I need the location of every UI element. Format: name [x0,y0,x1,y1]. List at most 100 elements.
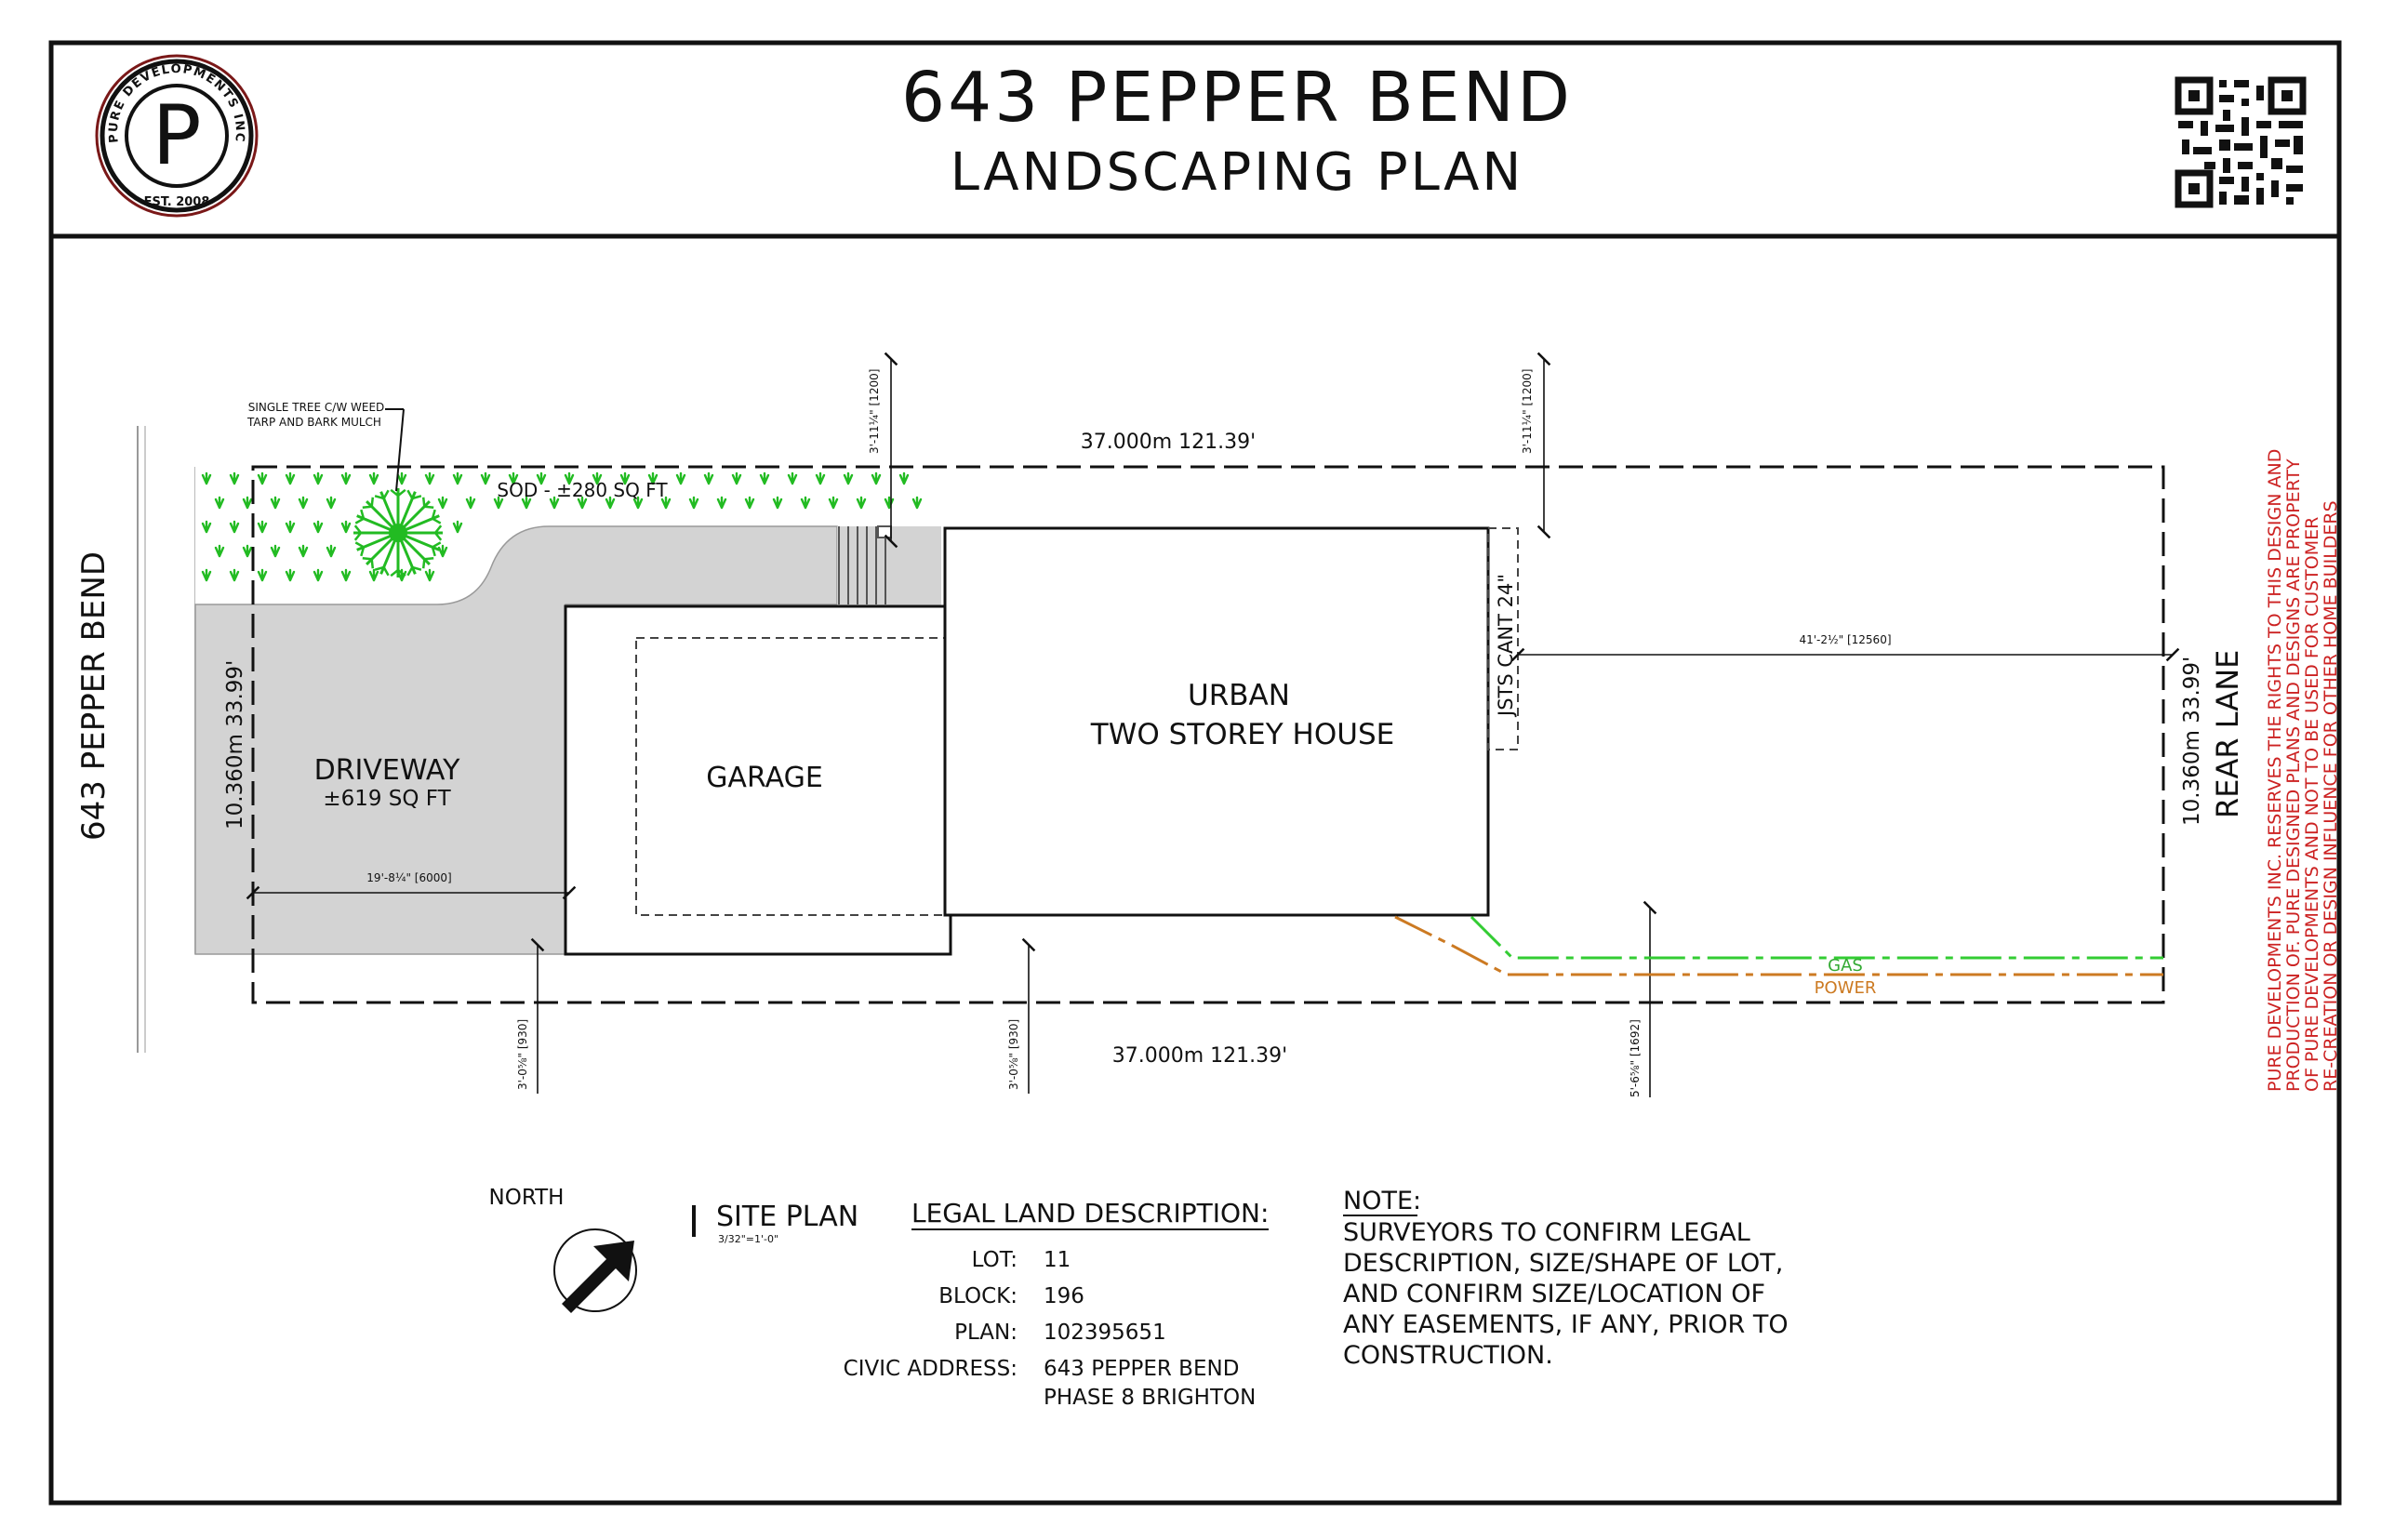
bottom-dimension: 37.000m 121.39' [1112,1044,1287,1068]
disclaimer-line-2: PRODUCTION OF. PURE DESIGNED PLANS AND D… [2283,458,2304,1092]
tree-leaf [354,541,366,557]
legal-value-civic: 643 PEPPER BEND [1044,1357,1239,1381]
sod-tuft [871,471,882,485]
sod-tuft [326,544,337,558]
driveway-label: DRIVEWAY [314,754,460,787]
sod-tuft [898,471,910,485]
power-line [1394,915,2163,976]
tree-note-line-2: TARP AND BARK MULCH [246,416,381,429]
sod-tuft [759,471,770,485]
tree-leaf [434,524,443,541]
sod-tuft [424,471,435,485]
sod-tuft [270,496,281,510]
house-setback-label: 3'-11¼" [1200] [1521,369,1534,454]
sod-tuft [856,496,867,510]
tree-leaf [354,509,366,524]
sod-tuft [605,496,616,510]
sod-tuft [340,520,352,534]
tree-leaf [353,524,362,541]
sod-tuft [619,471,631,485]
top-dimension: 37.000m 121.39' [1081,431,1256,454]
qr-code-icon [2175,76,2307,208]
north-arrow-icon [553,1228,637,1313]
sod-tuft [201,471,212,485]
sod-tuft [340,471,352,485]
tree-leaf [406,565,422,577]
sod-tuft [313,520,324,534]
tree-leaf [362,556,375,569]
sod-tuft [326,496,337,510]
tree-leaf [421,497,434,510]
disclaimer-line-4: RE-CREATION OR DESIGN INFLUENCE FOR OTHE… [2321,500,2341,1092]
tree-leaf [374,565,390,577]
tree-leaf [421,556,434,569]
site-plan-title: SITE PLAN [716,1201,858,1233]
sod-tuft [229,471,240,485]
side-dim-left-label: 3'-0⅝" [930] [516,1019,529,1090]
legal-value-lot: 11 [1044,1248,1071,1272]
tree-leaf [431,541,442,557]
sod-tuft [549,496,560,510]
sod-tuft [242,496,253,510]
gas-line [1470,915,2163,960]
company-logo: P PURE DEVELOPMENTS INC EST. 2008 [95,54,259,218]
sod-tuft [493,496,504,510]
tree-leaf [390,569,406,578]
sod-tuft [214,544,225,558]
sod-marks [201,471,923,582]
house-label-line-2: TWO STOREY HOUSE [1090,718,1394,751]
sod-tuft [647,471,658,485]
side-dim-mid-label: 3'-0⅝" [930] [1007,1019,1020,1090]
north-label: NORTH [489,1186,565,1210]
sod-tuft [787,471,798,485]
note-line-3: AND CONFIRM SIZE/LOCATION OF [1343,1280,1765,1308]
disclaimer-block: PURE DEVELOPMENTS INC. RESERVES THE RIGH… [2265,449,2341,1092]
sod-tuft [285,568,296,582]
sod-tuft [298,544,309,558]
legal-value-civic-line-2: PHASE 8 BRIGHTON [1044,1386,1256,1410]
sod-tuft [257,471,268,485]
front-setback-label: 3'-11¼" [1200] [868,369,881,454]
cantilever-label: JSTS CANT 24" [1495,574,1517,718]
sod-tuft [508,471,519,485]
legal-heading: LEGAL LAND DESCRIPTION: [911,1198,1269,1228]
note-line-1: SURVEYORS TO CONFIRM LEGAL [1343,1218,1750,1247]
sod-tuft [368,471,379,485]
cantilever-outline [1487,527,1519,750]
sod-label: SOD - ±280 SQ FT [497,479,668,501]
sheet-border [48,40,2342,1506]
sod-tuft [270,544,281,558]
right-dimension: 10.360m 33.99' [2180,657,2204,826]
sod-tuft [285,520,296,534]
rear-lane-label: REAR LANE [2210,650,2245,818]
logo-est-text: EST. 2008 [144,195,210,209]
sod-tuft [564,471,575,485]
sod-tuft [285,471,296,485]
sod-tuft [521,496,532,510]
street-label: 643 PEPPER BEND [75,551,113,841]
sod-tuft [480,471,491,485]
sod-tuft [660,496,672,510]
logo-letter: P [152,87,201,183]
legal-label-block: BLOCK: [938,1284,1018,1308]
sod-tuft [437,496,448,510]
gas-label: GAS [1828,956,1863,976]
note-line-2: DESCRIPTION, SIZE/SHAPE OF LOT, [1343,1249,1783,1278]
driveway-dim-label: 19'-8¼" [6000] [366,871,451,884]
sod-tuft [688,496,699,510]
sod-tuft [201,520,212,534]
sod-tuft [201,568,212,582]
sod-tuft [703,471,714,485]
legal-label-lot: LOT: [972,1248,1018,1272]
sod-tuft [675,471,686,485]
legal-value-plan: 102395651 [1044,1321,1166,1345]
sod-tuft [214,496,225,510]
page-subtitle: LANDSCAPING PLAN [951,142,1524,203]
disclaimer-line-3: OF PURE DEVELOPMENTS AND NOT TO BE USED … [2302,517,2322,1092]
sod-tuft [313,568,324,582]
note-line-4: ANY EASEMENTS, IF ANY, PRIOR TO [1343,1310,1789,1339]
sod-tuft [716,496,727,510]
sod-tuft [368,568,379,582]
driveway-area-label: ±619 SQ FT [323,787,451,811]
sod-tuft [313,471,324,485]
